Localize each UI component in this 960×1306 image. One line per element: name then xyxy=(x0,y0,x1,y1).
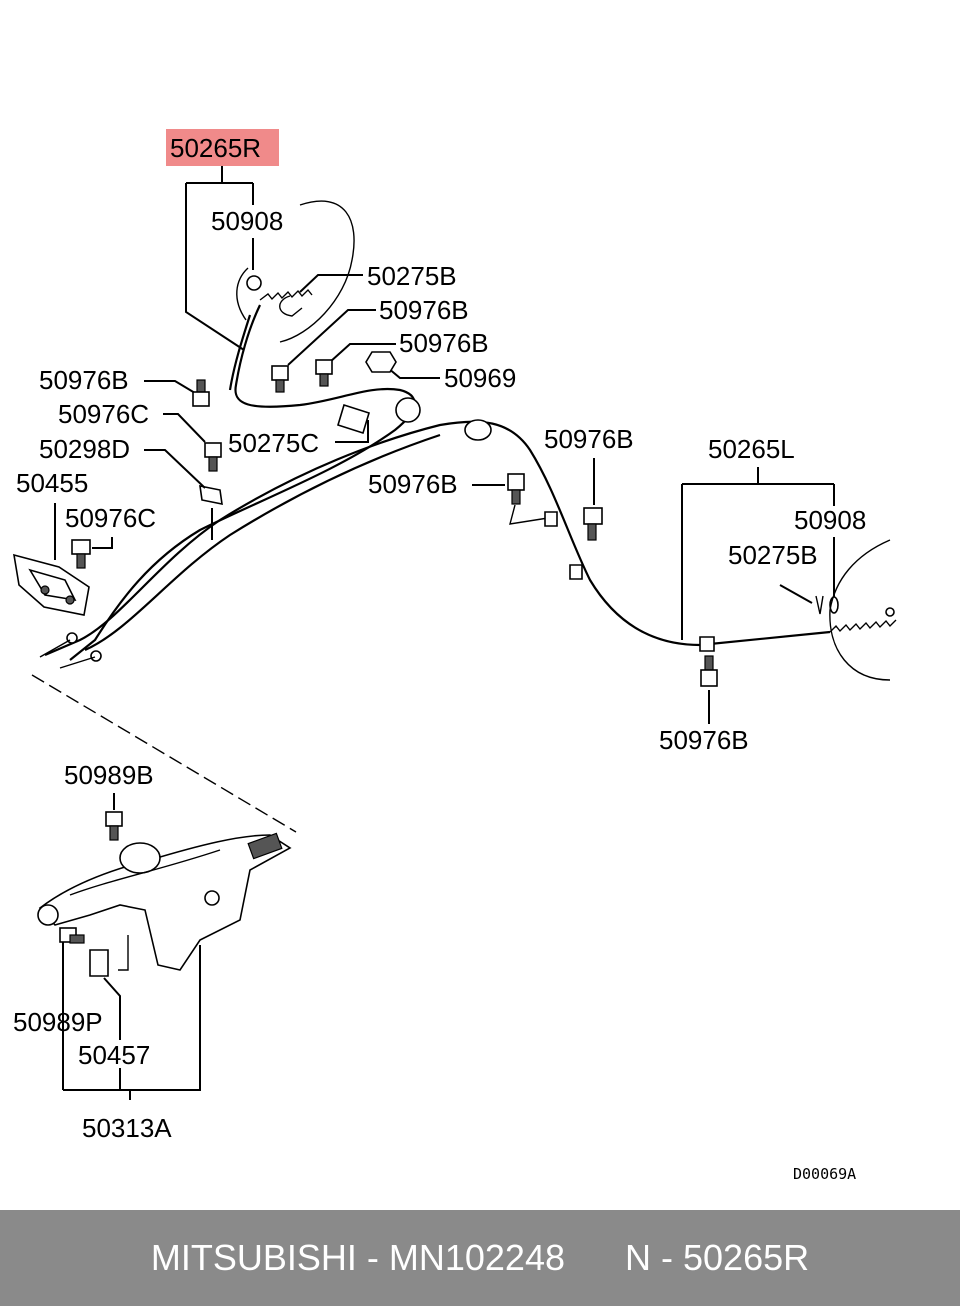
callout-lever-switch[interactable]: 50457 xyxy=(78,1040,150,1070)
footer-part-info: MITSUBISHI - MN102248 N - 50265R xyxy=(150,1237,810,1278)
drum-outline-right xyxy=(279,200,355,343)
leader-left-bolt xyxy=(144,380,196,394)
leader-r-bolt-2 xyxy=(329,343,396,363)
callout-lever-bolt-bottom[interactable]: 50989P xyxy=(13,1007,103,1037)
callout-r-bolt-1[interactable]: 50976B xyxy=(379,295,469,325)
callout-grommet[interactable]: 50969 xyxy=(444,363,516,393)
clamp-c xyxy=(337,403,370,435)
leader-lever-inner xyxy=(118,935,129,971)
lever-part xyxy=(37,832,292,971)
bolt-r1 xyxy=(271,365,289,393)
callout-bracket-bolt[interactable]: 50976C xyxy=(65,503,156,533)
leader-lever-assy xyxy=(63,945,201,1100)
callout-l-spring[interactable]: 50275B xyxy=(728,540,818,570)
leader-bracket-bolt xyxy=(92,537,113,549)
cable-r-lower xyxy=(228,314,252,391)
cable-l-b xyxy=(84,433,441,652)
footer-bar: MITSUBISHI - MN102248 N - 50265R xyxy=(0,1210,960,1306)
bolt-lever-top xyxy=(105,811,123,841)
spring-r xyxy=(259,288,313,301)
callout-r-retainer[interactable]: 50908 xyxy=(211,206,283,236)
link-dash xyxy=(31,674,297,833)
callout-bolt-c[interactable]: 50976C xyxy=(58,399,149,429)
leader-clip-d xyxy=(144,449,206,489)
clip-d-shape xyxy=(199,484,223,506)
highlight-box xyxy=(166,129,279,166)
spring-l xyxy=(829,619,897,633)
drum-outline-right-b xyxy=(236,267,249,321)
callout-bracket[interactable]: 50455 xyxy=(16,468,88,498)
bolt-r2 xyxy=(315,359,333,387)
callout-r-spring[interactable]: 50275B xyxy=(367,261,457,291)
grommet-nut xyxy=(365,351,397,373)
cable-clip-center-2 xyxy=(569,564,583,580)
callout-clamp-c[interactable]: 50275C xyxy=(228,428,319,458)
leader-center-dash xyxy=(509,504,549,525)
callout-l-retainer[interactable]: 50908 xyxy=(794,505,866,535)
bolt-bracket xyxy=(71,539,91,569)
end-fitting-2 xyxy=(90,650,102,662)
drawing-code: D00069A xyxy=(793,1165,856,1183)
leader-main-part xyxy=(185,166,254,351)
callout-lever-bolt-top[interactable]: 50989B xyxy=(64,760,154,790)
retainer-r xyxy=(246,275,262,291)
callout-center-bolt-left[interactable]: 50976B xyxy=(368,469,458,499)
leader-bolt-c xyxy=(163,413,206,443)
bolt-c xyxy=(204,442,222,472)
clip-l xyxy=(815,595,824,615)
bolt-center-right xyxy=(583,507,603,541)
callout-l-bolt[interactable]: 50976B xyxy=(659,725,749,755)
parts-diagram: 50265R 50908 50275B 50976B 50976B 50969 … xyxy=(13,129,897,1183)
callout-lever-assy[interactable]: 50313A xyxy=(82,1113,172,1143)
leader-clamp-c xyxy=(335,420,369,443)
callout-r-bolt-2[interactable]: 50976B xyxy=(399,328,489,358)
clip-l-mount xyxy=(699,636,715,652)
leader-switch xyxy=(103,977,121,1040)
cable-clip-center-1 xyxy=(544,511,558,527)
drum-outline-left xyxy=(829,539,891,681)
bolt-left xyxy=(192,379,210,407)
switch-part xyxy=(89,949,109,977)
leader-grommet xyxy=(387,367,440,379)
end-rod-1 xyxy=(39,639,71,658)
callout-main-part[interactable]: 50265R xyxy=(170,133,261,163)
leader-r-spring xyxy=(299,274,363,293)
callout-left-bolt[interactable]: 50976B xyxy=(39,365,129,395)
leader-r-bolt-1 xyxy=(287,309,376,366)
clip-r xyxy=(279,295,303,317)
end-rod-2 xyxy=(59,656,96,669)
spring-l-end xyxy=(885,607,895,617)
bolt-center-left xyxy=(507,473,525,505)
bolt-l xyxy=(700,655,718,687)
grommet-l xyxy=(464,419,492,441)
bolt-lever-bottom xyxy=(59,927,85,944)
callout-clip-d[interactable]: 50298D xyxy=(39,434,130,464)
grommet-r xyxy=(395,397,421,423)
leader-l-spring xyxy=(779,584,813,604)
callout-l-cable[interactable]: 50265L xyxy=(708,434,795,464)
bracket-part xyxy=(13,553,90,616)
callout-center-bolt-right[interactable]: 50976B xyxy=(544,424,634,454)
leader-l-cable xyxy=(681,467,835,640)
cable-r-upper xyxy=(69,304,416,661)
